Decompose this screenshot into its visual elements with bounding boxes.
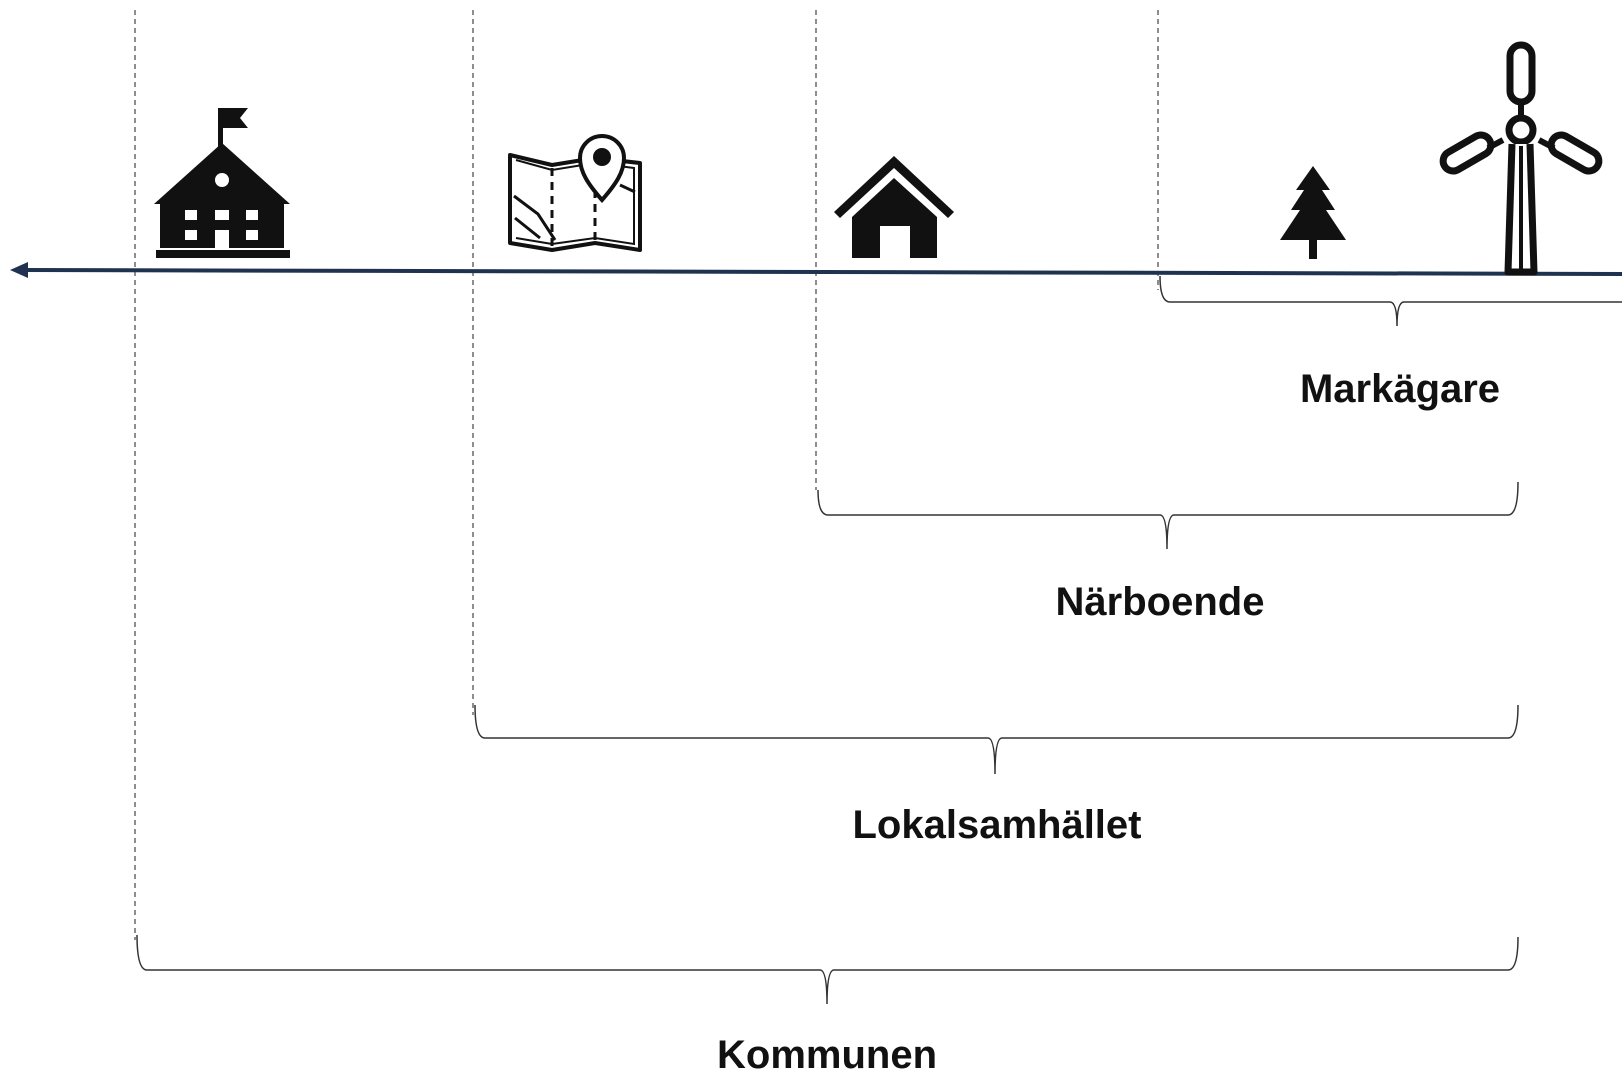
school-icon [154,108,290,258]
wind-turbine-icon [1439,41,1603,276]
label-markagare: Markägare [1300,367,1500,411]
map-pin-icon [508,134,642,252]
label-narboende: Närboende [1056,580,1265,624]
house-icon [834,156,954,258]
arrow-head-icon [10,262,28,278]
bracket-lokalsamhallet [474,704,1519,775]
distance-axis [10,262,1622,278]
bracket-markagare [1159,275,1622,327]
label-kommunen: Kommunen [717,1033,937,1077]
tree-icon [1280,166,1346,259]
label-lokalsamhallet: Lokalsamhället [852,803,1141,847]
bracket-kommunen [136,934,1519,1005]
bracket-narboende [817,481,1519,550]
